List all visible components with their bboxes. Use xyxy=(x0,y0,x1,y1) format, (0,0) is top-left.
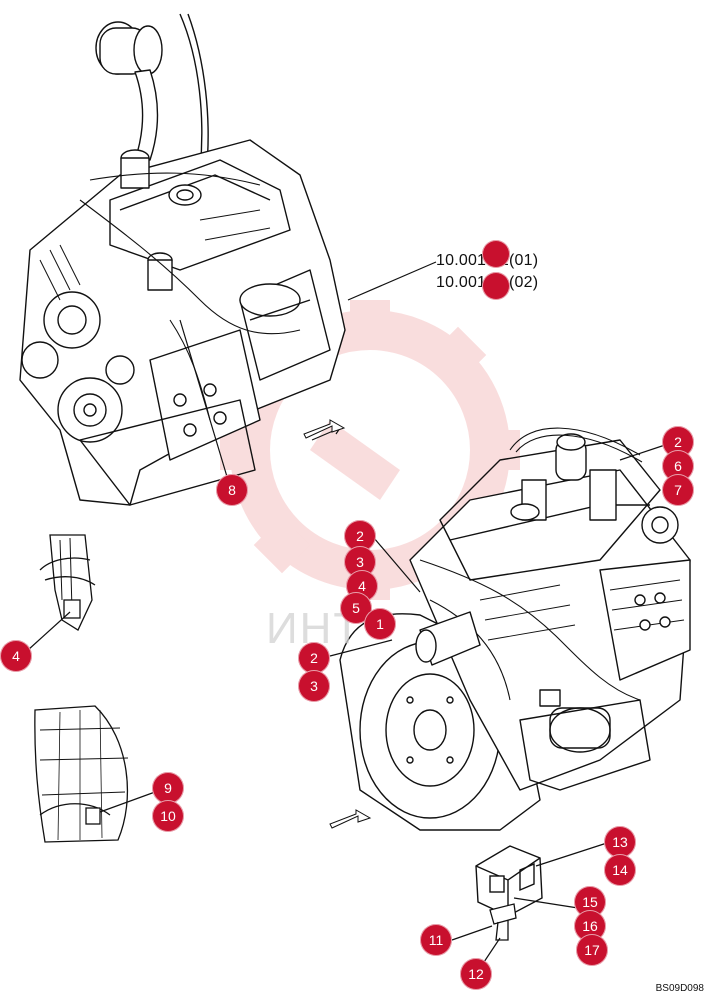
callout-2-low[interactable]: 2 xyxy=(298,642,330,674)
callout-3-low[interactable]: 3 xyxy=(298,670,330,702)
left-bracket-part xyxy=(39,534,96,631)
drawing-code: BS09D098 xyxy=(655,983,704,994)
callout-9[interactable]: 9 xyxy=(152,772,184,804)
upper-engine xyxy=(19,13,346,506)
callout-12[interactable]: 12 xyxy=(460,958,492,990)
callout-14[interactable]: 14 xyxy=(604,854,636,886)
left-lower-part xyxy=(34,705,129,843)
callout-17[interactable]: 17 xyxy=(576,934,608,966)
callout-10[interactable]: 10 xyxy=(152,800,184,832)
callout-8[interactable]: 8 xyxy=(216,474,248,506)
callout-1[interactable]: 1 xyxy=(364,608,396,640)
callout-7[interactable]: 7 xyxy=(662,474,694,506)
callout-13[interactable]: 13 xyxy=(604,826,636,858)
reference-badge-2[interactable] xyxy=(482,272,510,300)
main-engine xyxy=(339,427,691,831)
callout-11[interactable]: 11 xyxy=(420,924,452,956)
reference-badge-1[interactable] xyxy=(482,240,510,268)
callout-4-left[interactable]: 4 xyxy=(0,640,32,672)
relay-module xyxy=(475,845,543,917)
small-bracket xyxy=(489,903,517,941)
